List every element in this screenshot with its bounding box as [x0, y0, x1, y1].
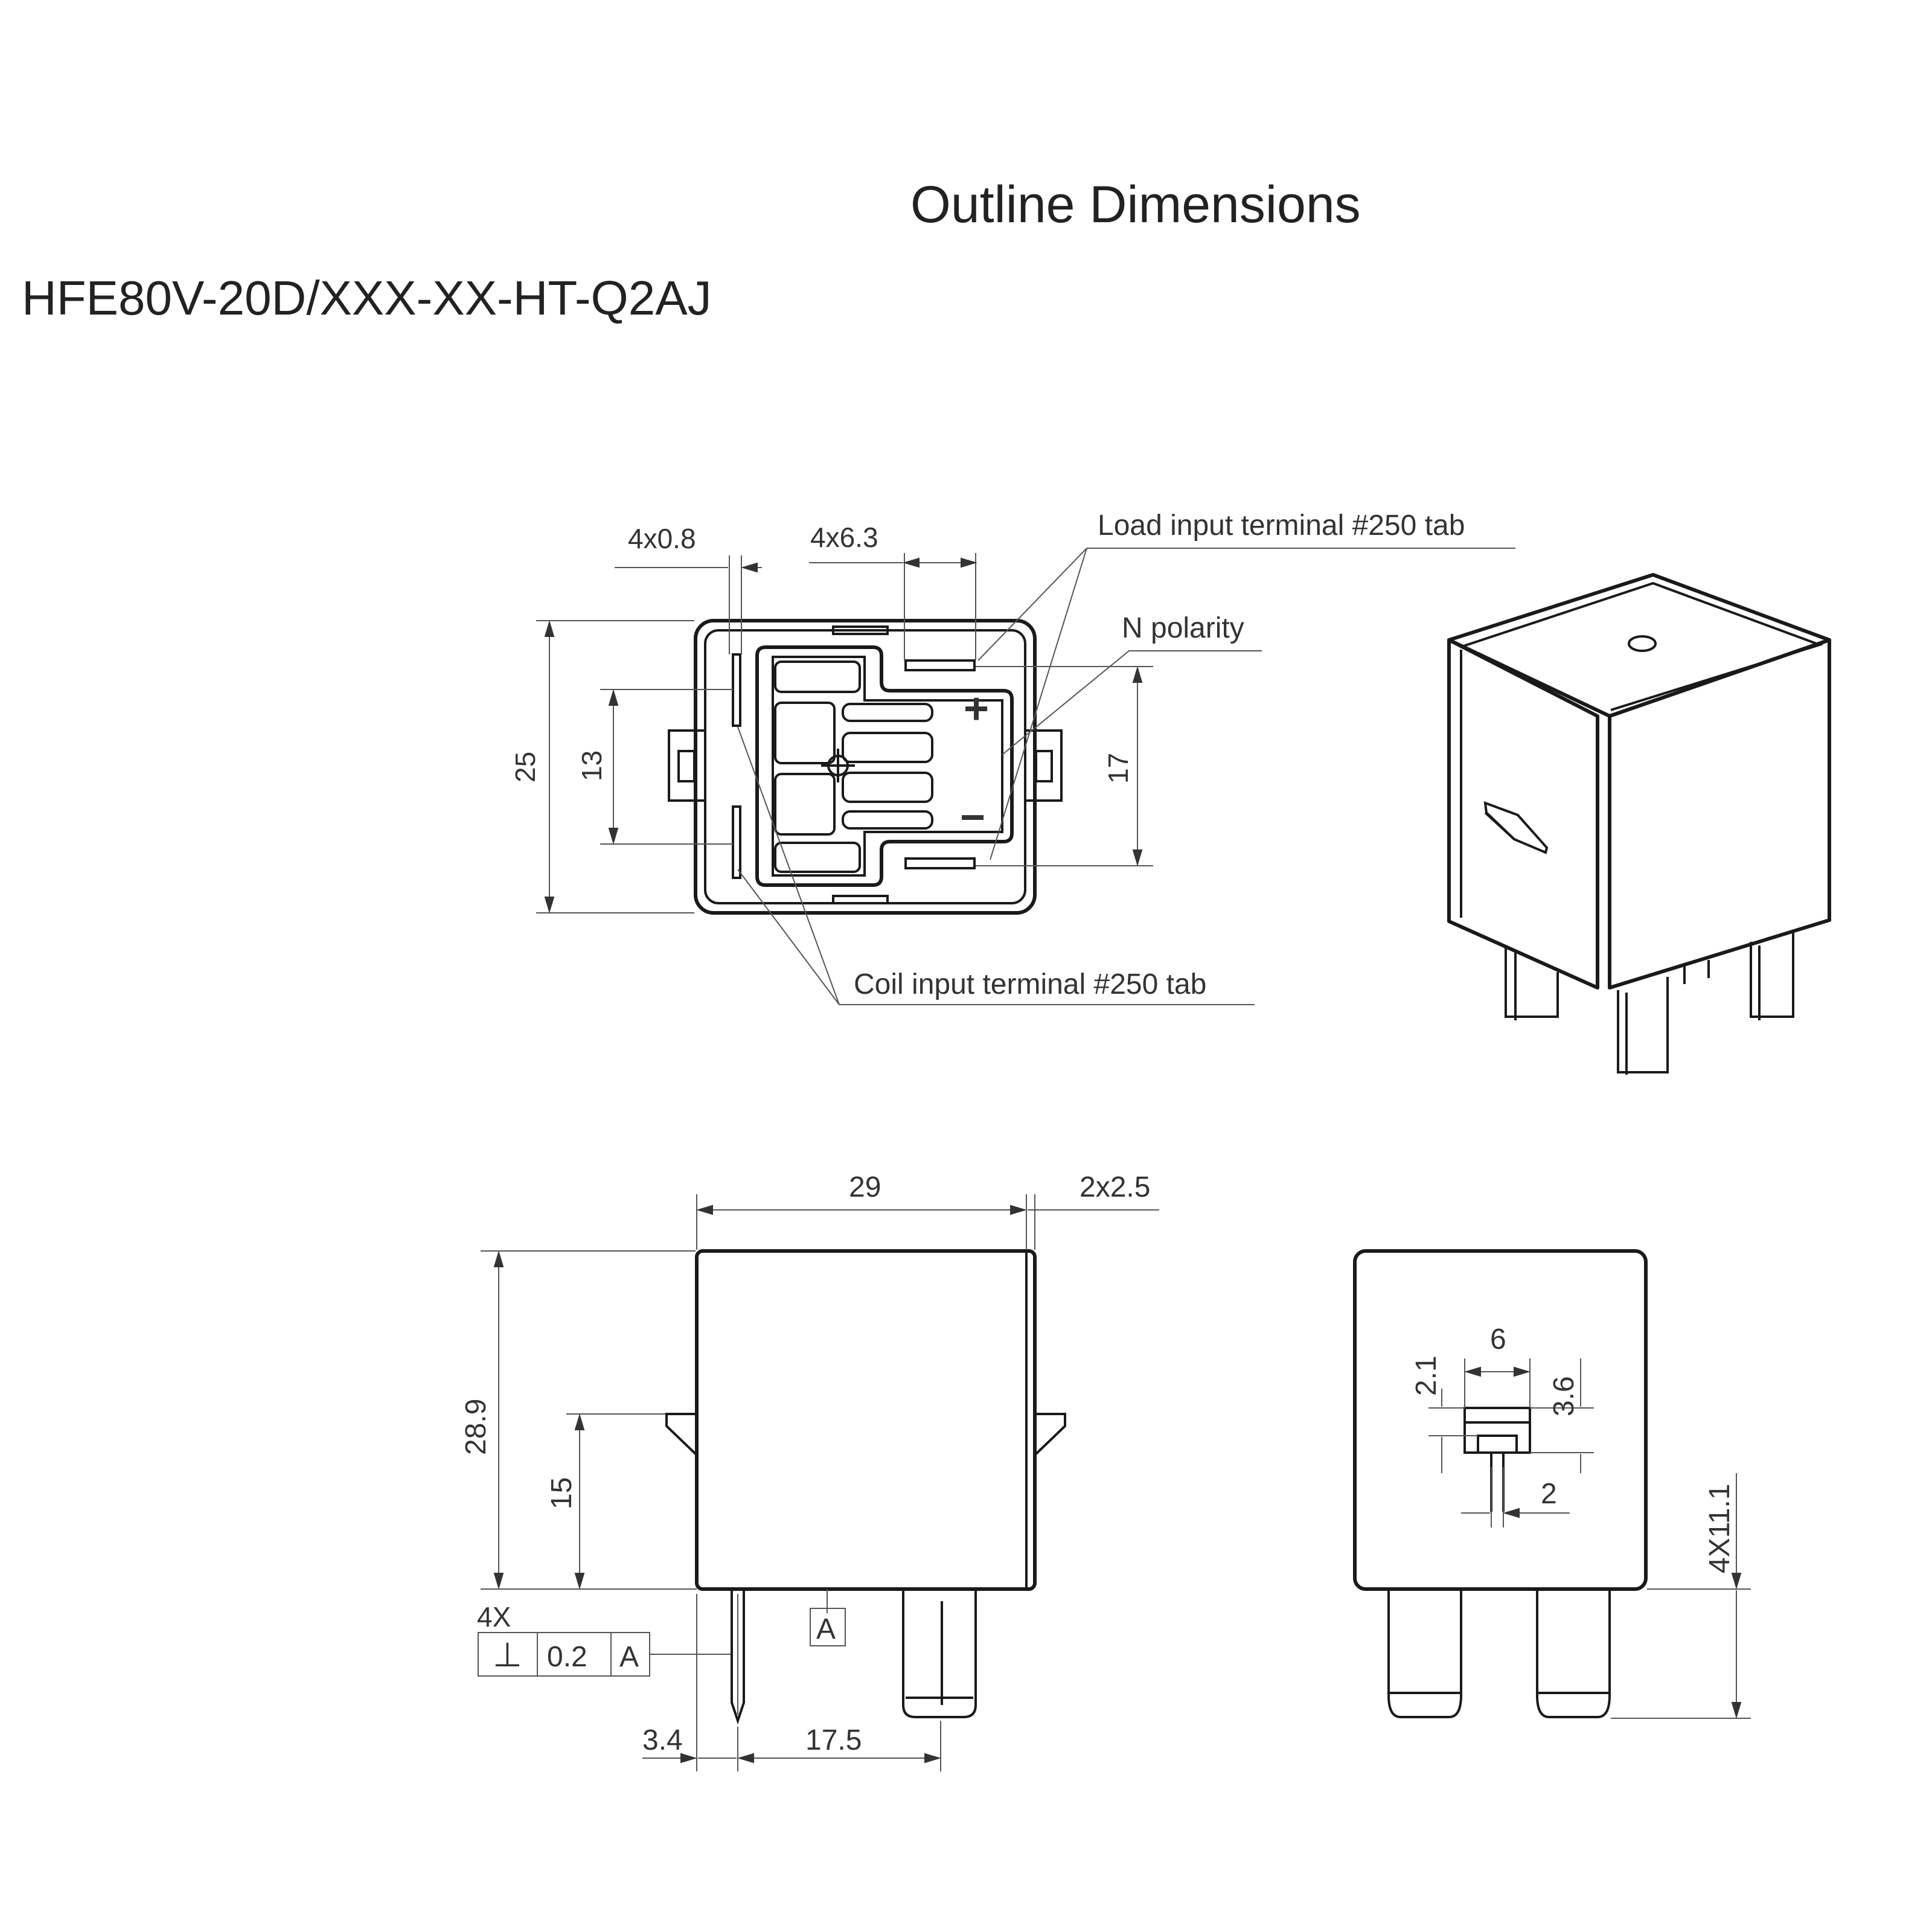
front-body	[695, 1249, 1037, 1591]
model-number: HFE80V-20D/XXX-XX-HT-Q2AJ	[22, 271, 712, 325]
iso-pin-4	[1683, 960, 1710, 984]
front-view: 29 2x2.5 28.9 15 4X ⊥ 0.2 A	[460, 1171, 1159, 1771]
dim-flange: 2x2.5	[1080, 1171, 1150, 1203]
plus-symbol: +	[964, 685, 989, 733]
dim-pin-length: 4X11.1	[1704, 1483, 1736, 1573]
front-pin-left	[731, 1589, 745, 1725]
top-view: + − 4x0.8 4x6.3 25 13 17	[510, 510, 1515, 1005]
inner-frame	[755, 645, 1014, 887]
dim-slot-gap: 2	[1541, 1478, 1557, 1510]
label-n-polarity: N polarity	[1122, 612, 1244, 644]
side-slot	[1463, 1410, 1531, 1512]
coil-pin-bottom	[732, 805, 741, 879]
iso-pin-2	[1617, 977, 1669, 1073]
iso-right-face	[1608, 638, 1831, 990]
dim-height-25: 25	[510, 752, 541, 782]
dim-flange-height: 15	[546, 1477, 578, 1509]
iso-top-face	[1447, 573, 1831, 718]
load-tab-bottom	[904, 857, 976, 869]
side-view: 6 2.1 3.6 2 4X11.1	[1353, 1249, 1751, 1719]
dim-offset: 3.4	[642, 1724, 683, 1756]
left-ear	[668, 729, 705, 802]
minus-symbol: −	[960, 793, 985, 842]
label-load-input: Load input terminal #250 tab	[1098, 510, 1465, 542]
isometric-view	[1447, 573, 1831, 1075]
iso-pin-1	[1505, 948, 1559, 1018]
page-title: Outline Dimensions	[910, 176, 1361, 234]
dim-load-spacing: 17	[1102, 753, 1134, 784]
dim-slot-depth-b: 3.6	[1548, 1376, 1580, 1416]
iso-pin-3	[1750, 931, 1794, 1018]
tolerance-datum: A	[619, 1641, 639, 1673]
iso-latch	[1483, 801, 1549, 854]
side-pin-left	[1387, 1589, 1462, 1718]
datum-label: A	[816, 1613, 836, 1645]
dim-pitch: 17.5	[805, 1724, 862, 1756]
dim-coil-spacing: 13	[576, 750, 607, 781]
dim-pin-thickness: 4x0.8	[628, 523, 696, 554]
load-tab-top	[904, 659, 976, 671]
tolerance-symbol: ⊥	[493, 1636, 522, 1674]
datum-box	[810, 1608, 846, 1646]
front-right-flange	[1034, 1413, 1066, 1456]
dim-slot-width: 6	[1490, 1323, 1506, 1355]
dim-slot-depth-a: 2.1	[1410, 1355, 1442, 1396]
front-left-flange	[665, 1413, 698, 1456]
coil-pin-top	[732, 653, 741, 727]
label-coil-input: Coil input terminal #250 tab	[854, 968, 1206, 1000]
tolerance-value: 0.2	[547, 1641, 587, 1673]
dim-tab-width: 4x6.3	[810, 522, 878, 553]
iso-vent-hole	[1628, 635, 1657, 652]
iso-left-face	[1447, 638, 1599, 990]
right-ear	[1025, 729, 1063, 802]
dim-width-29: 29	[849, 1171, 881, 1203]
front-pin-right	[902, 1589, 977, 1718]
side-body	[1353, 1249, 1648, 1591]
dim-height-28-9: 28.9	[460, 1399, 492, 1455]
side-pin-right	[1536, 1589, 1611, 1718]
tolerance-count: 4X	[477, 1601, 511, 1633]
